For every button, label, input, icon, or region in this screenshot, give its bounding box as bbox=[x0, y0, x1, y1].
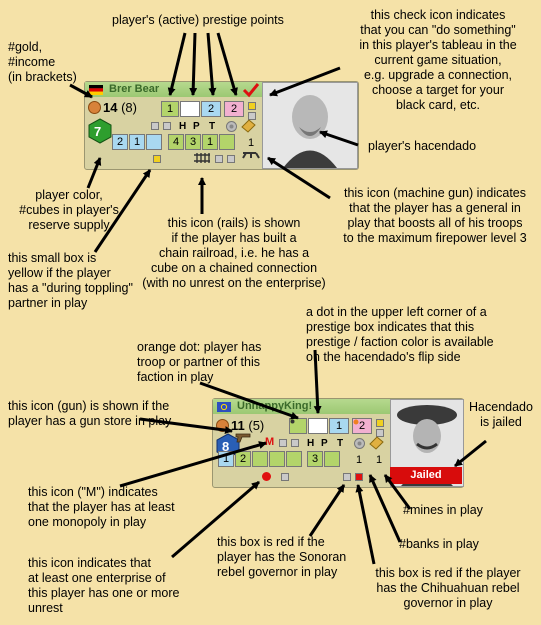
enterprise-box: 4 bbox=[168, 134, 184, 150]
status-box bbox=[291, 439, 299, 447]
label-sonoran: this box is red if the player has the So… bbox=[217, 535, 347, 579]
status-box bbox=[376, 419, 384, 427]
gear-icon bbox=[226, 121, 237, 132]
label-hacendado-jailed: Hacendado is jailed bbox=[469, 400, 533, 429]
enterprise-box: 1 bbox=[129, 134, 145, 150]
check-icon[interactable] bbox=[241, 82, 261, 98]
label-machine-gun: this icon (machine gun) indicates that t… bbox=[343, 186, 527, 245]
player-name: Brer Bear bbox=[109, 83, 160, 95]
status-box bbox=[279, 439, 287, 447]
label-rails: this icon (rails) is shown if the player… bbox=[142, 216, 326, 290]
hpt-header-p: P bbox=[321, 438, 328, 449]
status-box bbox=[248, 102, 256, 110]
hpt-header-p: P bbox=[193, 121, 200, 132]
enterprise-box bbox=[286, 451, 302, 467]
enterprise-box bbox=[324, 451, 340, 467]
prestige-box-blue: 2 bbox=[201, 101, 221, 117]
enterprise-box: 2 bbox=[235, 451, 251, 467]
income-amount: (5) bbox=[248, 418, 265, 433]
status-box bbox=[163, 122, 171, 130]
enterprise-box bbox=[219, 134, 235, 150]
label-toppling-box: this small box is yellow if the player h… bbox=[8, 251, 133, 310]
prestige-box-white bbox=[308, 418, 328, 434]
toppling-partner-box bbox=[153, 155, 161, 163]
orange-dot-icon bbox=[353, 419, 359, 425]
status-box bbox=[227, 155, 235, 163]
bank-tag-icon bbox=[369, 436, 384, 450]
status-box bbox=[151, 122, 159, 130]
hpt-header-t: T bbox=[209, 121, 216, 132]
jailed-banner: Jailed bbox=[390, 467, 462, 484]
income-amount: (8) bbox=[121, 100, 137, 115]
prestige-box-white bbox=[180, 101, 200, 117]
general-count: 1 bbox=[248, 137, 255, 149]
gold-amount: 11 bbox=[231, 418, 245, 433]
gold-amount: 14 bbox=[103, 100, 118, 115]
bank-tag-icon bbox=[241, 119, 256, 133]
monopoly-icon: M bbox=[265, 436, 275, 448]
chihuahuan-governor-box bbox=[355, 473, 363, 481]
status-box bbox=[248, 112, 256, 120]
hpt-header-h: H bbox=[179, 121, 187, 132]
label-prestige-points: player's (active) prestige points bbox=[112, 13, 284, 27]
gold-coin-icon bbox=[88, 101, 101, 114]
machine-gun-icon bbox=[242, 152, 260, 159]
enterprise-box bbox=[146, 134, 162, 150]
label-orange-dot: orange dot: player has troop or partner … bbox=[137, 340, 262, 384]
reserve-cubes: 7 bbox=[94, 124, 102, 139]
label-player-color: player color, #cubes in player's reserve… bbox=[19, 188, 119, 232]
sonoran-governor-box bbox=[343, 473, 351, 481]
reserve-cubes: 8 bbox=[222, 439, 230, 454]
hpt-header-t: T bbox=[337, 438, 344, 449]
label-hacendado: player's hacendado bbox=[368, 139, 477, 153]
prestige-box-blue: 1 bbox=[329, 418, 349, 434]
gun-icon bbox=[235, 433, 251, 443]
banks-count: 1 bbox=[376, 454, 383, 466]
label-monopoly: this icon ("M") indicates that the playe… bbox=[28, 485, 175, 529]
enterprise-box: 2 bbox=[112, 134, 128, 150]
hacendado-portrait bbox=[262, 82, 358, 169]
eu-flag-icon bbox=[217, 402, 231, 412]
label-banks: #banks in play bbox=[399, 537, 479, 551]
label-check-icon: this check icon indicates that you can "… bbox=[359, 8, 517, 112]
label-gold-income: #gold, #income (in brackets) bbox=[8, 40, 77, 84]
enterprise-box bbox=[269, 451, 285, 467]
status-box bbox=[215, 155, 223, 163]
prestige-box-pink: 2 bbox=[224, 101, 244, 117]
label-mines: #mines in play bbox=[403, 503, 483, 517]
label-chihuahuan: this box is red if the player has the Ch… bbox=[375, 566, 521, 610]
enterprise-box: 3 bbox=[185, 134, 201, 150]
prestige-box-green: 1 bbox=[161, 101, 179, 117]
hpt-header-h: H bbox=[307, 438, 315, 449]
player-color-gem-icon bbox=[88, 118, 112, 144]
unrest-icon bbox=[262, 472, 271, 481]
enterprise-box: 3 bbox=[307, 451, 323, 467]
enterprise-box bbox=[252, 451, 268, 467]
gear-icon bbox=[354, 438, 365, 449]
flip-side-dot-icon bbox=[290, 419, 295, 424]
status-box bbox=[281, 473, 289, 481]
label-unrest: this icon indicates that at least one en… bbox=[28, 556, 180, 615]
enterprise-box: 1 bbox=[202, 134, 218, 150]
germany-flag-icon bbox=[89, 85, 103, 95]
label-dot-flip: a dot in the upper left corner of a pres… bbox=[306, 305, 494, 364]
hacendado-portrait-icon bbox=[263, 83, 357, 168]
rails-icon bbox=[194, 153, 210, 163]
mines-count: 1 bbox=[356, 454, 363, 466]
status-box bbox=[376, 429, 384, 437]
